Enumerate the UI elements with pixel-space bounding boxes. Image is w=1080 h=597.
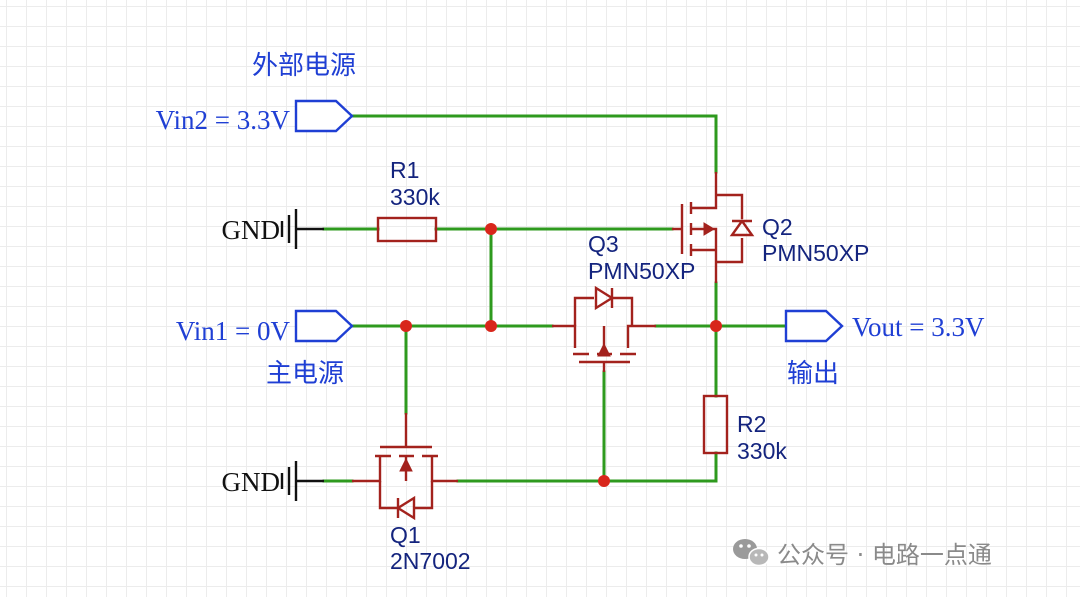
port-vout[interactable]: Vout = 3.3V [784,309,985,343]
mosfet-q2-value: PMN50XP [762,240,869,266]
port-vin1-label: Vin1 = 0V [176,316,291,346]
resistor-r1-ref: R1 [390,157,419,183]
mosfet-q3-arrow [597,342,611,357]
port-vout-flag [784,309,844,343]
port-vin1[interactable]: Vin1 = 0V [176,309,354,346]
mosfet-q1-value: 2N7002 [390,548,471,574]
mosfet-q1-ref: Q1 [390,522,421,548]
resistor-r2[interactable]: R2 330k [702,394,787,464]
resistor-r1[interactable]: R1 330k [376,157,440,243]
mosfet-q2-gate [672,204,684,254]
mosfet-q3-diode [594,285,615,311]
mosfet-q2-diode [729,218,755,237]
wire-vin2-rail [350,114,718,174]
label-main-power: 主电源 [266,359,344,389]
ground-bottom-label: GND [222,467,281,497]
junction-vout [710,320,722,332]
label-output: 输出 [787,359,839,389]
mosfet-q2-diode-leads [716,193,744,264]
junction-vin1-link [485,320,497,332]
wechat-icon [733,539,770,567]
ground-top-label: GND [222,215,281,245]
watermark-text: 公众号 · 电路一点通 [777,541,992,569]
ground-top-symbol [280,209,324,249]
junction-q3-gate [598,475,610,487]
junction-r1-rail [485,223,497,235]
ground-bottom-symbol [280,461,324,501]
ground-top: GND [222,209,324,249]
mosfet-q2[interactable]: Q2 PMN50XP [672,172,869,283]
label-external-power: 外部电源 [252,51,356,81]
watermark: 公众号 · 电路一点通 [733,539,992,569]
junction-vin1-q1 [400,320,412,332]
resistor-r1-body [376,216,438,243]
mosfet-q1[interactable]: Q1 2N7002 [352,413,471,574]
mosfet-q3-diode-leads [573,296,634,326]
ground-bottom: GND [222,461,324,501]
mosfet-q2-ref: Q2 [762,214,793,240]
port-vin2-flag [294,99,354,133]
junctions [400,223,722,487]
port-vin2-label: Vin2 = 3.3V [156,105,291,135]
mosfet-q3-value: PMN50XP [588,258,695,284]
port-vin2[interactable]: Vin2 = 3.3V [156,99,354,135]
mosfet-q1-diode [395,495,416,521]
resistor-r2-value: 330k [737,438,787,464]
mosfet-q2-terminals [691,172,718,283]
mosfet-q3-gate [579,360,630,372]
mosfet-q1-arrow [399,457,413,472]
mosfet-q3[interactable]: Q3 PMN50XP [552,231,695,372]
port-vout-label: Vout = 3.3V [852,312,985,342]
resistor-r2-body [702,394,729,455]
mosfet-q3-ref: Q3 [588,231,619,257]
port-vin1-flag [294,309,354,343]
mosfet-q2-arrow [703,222,715,236]
resistor-r2-ref: R2 [737,411,766,437]
resistor-r1-value: 330k [390,184,440,210]
mosfet-q1-gate [380,413,432,449]
mosfet-q1-diode-leads [378,481,434,510]
